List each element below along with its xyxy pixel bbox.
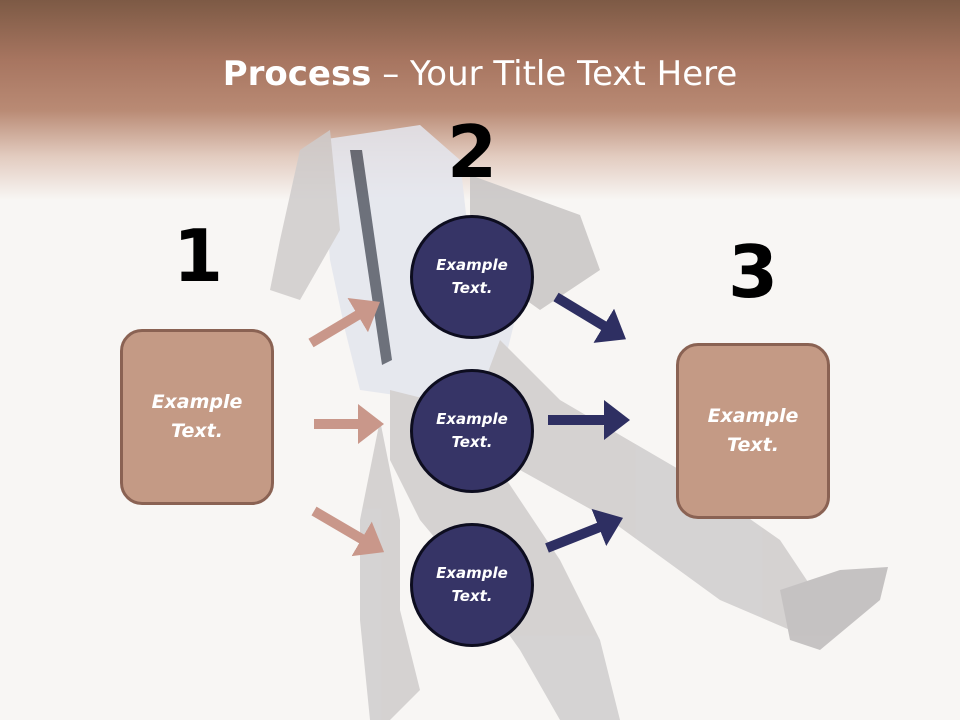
circle-1-label: Example Text. bbox=[436, 256, 508, 297]
arrow-box-to-circle-3 bbox=[311, 506, 385, 557]
title-rest: – Your Title Text Here bbox=[371, 54, 738, 94]
arrow-circle-1-to-box bbox=[553, 292, 626, 343]
title-bold: Process bbox=[222, 54, 372, 94]
slide-title: Process – Your Title Text Here bbox=[0, 52, 960, 96]
process-circle-3: Example Text. bbox=[410, 523, 534, 647]
process-circle-1: Example Text. bbox=[410, 215, 534, 339]
left-process-box: Example Text. bbox=[120, 329, 274, 505]
circle-2-label: Example Text. bbox=[436, 410, 508, 451]
right-process-box: Example Text. bbox=[676, 343, 830, 519]
step-number-3: 3 bbox=[727, 230, 779, 314]
circle-3-label: Example Text. bbox=[436, 564, 508, 605]
step-number-1: 1 bbox=[172, 214, 224, 298]
step-number-2: 2 bbox=[446, 110, 498, 194]
arrow-box-to-circle-1 bbox=[308, 297, 381, 348]
arrow-circle-3-to-box bbox=[545, 508, 624, 553]
process-circle-2: Example Text. bbox=[410, 369, 534, 493]
right-box-label: Example Text. bbox=[707, 405, 799, 456]
left-box-label: Example Text. bbox=[151, 391, 243, 442]
header-band bbox=[0, 0, 960, 200]
